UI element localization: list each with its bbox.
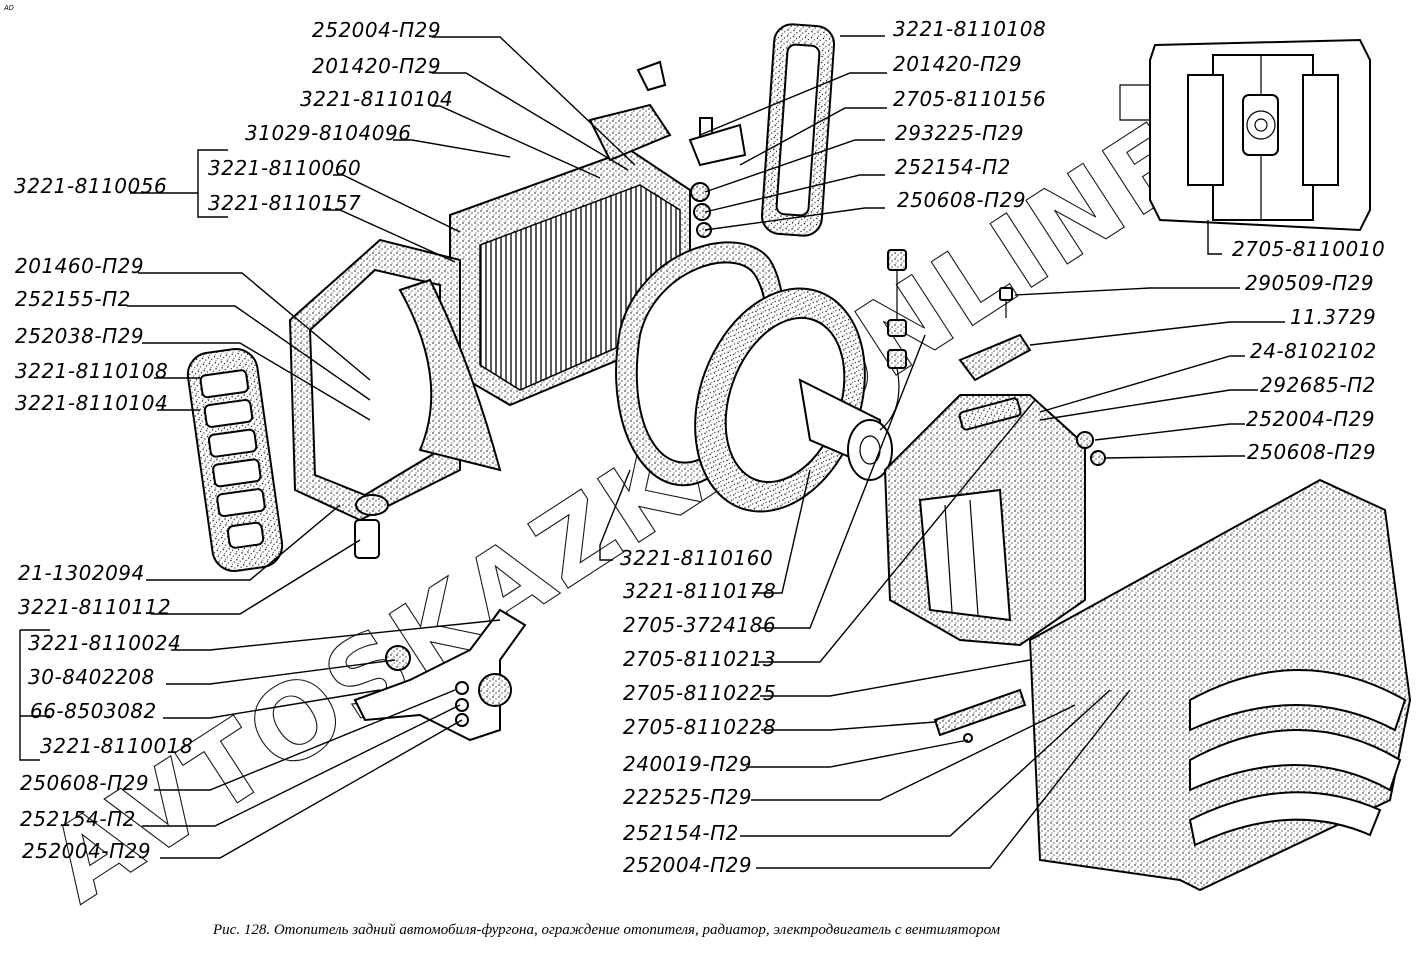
part-label: 250608-П29 [1247,440,1376,464]
part-label: 3221-8110112 [18,595,171,619]
heater-guard [1028,478,1412,892]
part-label: 2705-8110225 [623,681,776,705]
part-label: 252004-П29 [22,839,151,863]
part-label: 201420-П29 [312,54,441,78]
motor-unit-view [1119,38,1371,232]
part-label: 2705-8110156 [893,87,1046,111]
labels-left-bottom: 21-1302094 3221-8110112 3221-8110024 30-… [18,561,193,863]
part-label: 3221-8110060 [208,156,361,180]
part-label: 252154-П2 [895,155,1011,179]
wire-connector [879,249,907,431]
part-label: 250608-П29 [20,771,149,795]
deflector-plate [933,688,1027,743]
switch-plate [958,287,1032,382]
part-label: 252038-П29 [15,324,144,348]
part-label: 3221-8110104 [300,87,453,111]
part-label: 252154-П2 [623,821,739,845]
part-label: 2705-8110010 [1232,237,1385,261]
labels-top-right: 3221-8110108 201420-П29 2705-8110156 293… [893,17,1046,212]
part-label: 222525-П29 [623,785,752,809]
part-label: 252155-П2 [15,287,131,311]
part-label: 252004-П29 [623,853,752,877]
part-label: 293225-П29 [895,121,1024,145]
part-label: 252154-П2 [20,807,136,831]
grille-cover-top [760,23,836,237]
part-label: 2705-8110213 [623,647,776,671]
part-label: 240019-П29 [623,752,752,776]
part-label: 2705-3724186 [623,613,776,637]
assembly-label: 3221-8110056 [14,174,167,198]
part-label: 201420-П29 [893,52,1022,76]
part-label: 3221-8110178 [623,579,776,603]
heater-housing-frame [288,238,502,522]
part-label: 21-1302094 [18,561,145,585]
part-label: 3221-8110108 [15,359,168,383]
part-label: 31029-8104096 [245,121,411,145]
electric-motor-with-fan [694,287,893,513]
part-label: 250608-П29 [897,188,1026,212]
labels-center-bottom: 3221-8110160 3221-8110178 2705-3724186 2… [620,546,776,877]
part-label: 3221-8110104 [15,391,168,415]
part-label: 2705-8110228 [623,715,776,739]
part-label: 3221-8110018 [40,734,193,758]
part-label: 3221-8110160 [620,546,773,570]
grille-cover-left [186,348,284,572]
part-label: 292685-П2 [1260,373,1376,397]
clip [636,60,747,167]
valve-bracket-assembly [353,608,527,742]
labels-right: 2705-8110010 290509-П29 11.3729 24-81021… [1232,237,1385,464]
part-label: 11.3729 [1290,305,1376,329]
part-label: 252004-П29 [312,18,441,42]
sleeve [354,494,389,559]
part-label: 24-8102102 [1250,339,1377,363]
part-label: 201460-П29 [15,254,144,278]
part-label: 3221-8110108 [893,17,1046,41]
labels-left-mid: 201460-П29 252155-П2 252038-П29 3221-811… [15,254,168,415]
leader-lines [19,35,1285,869]
washers-top [690,182,712,238]
labels-top-left: 252004-П29 201420-П29 3221-8110104 31029… [14,18,453,215]
part-label: 290509-П29 [1245,271,1374,295]
corner-mark: АD [3,5,14,12]
part-label: 66-8503082 [30,699,157,723]
part-label: 3221-8110157 [208,191,361,215]
heater-shroud [883,394,1086,647]
figure-caption: Рис. 128. Отопитель задний автомобиля-фу… [212,922,1000,938]
part-label: 30-8402208 [28,665,155,689]
part-label: 3221-8110024 [28,631,181,655]
part-label: 252004-П29 [1246,407,1375,431]
